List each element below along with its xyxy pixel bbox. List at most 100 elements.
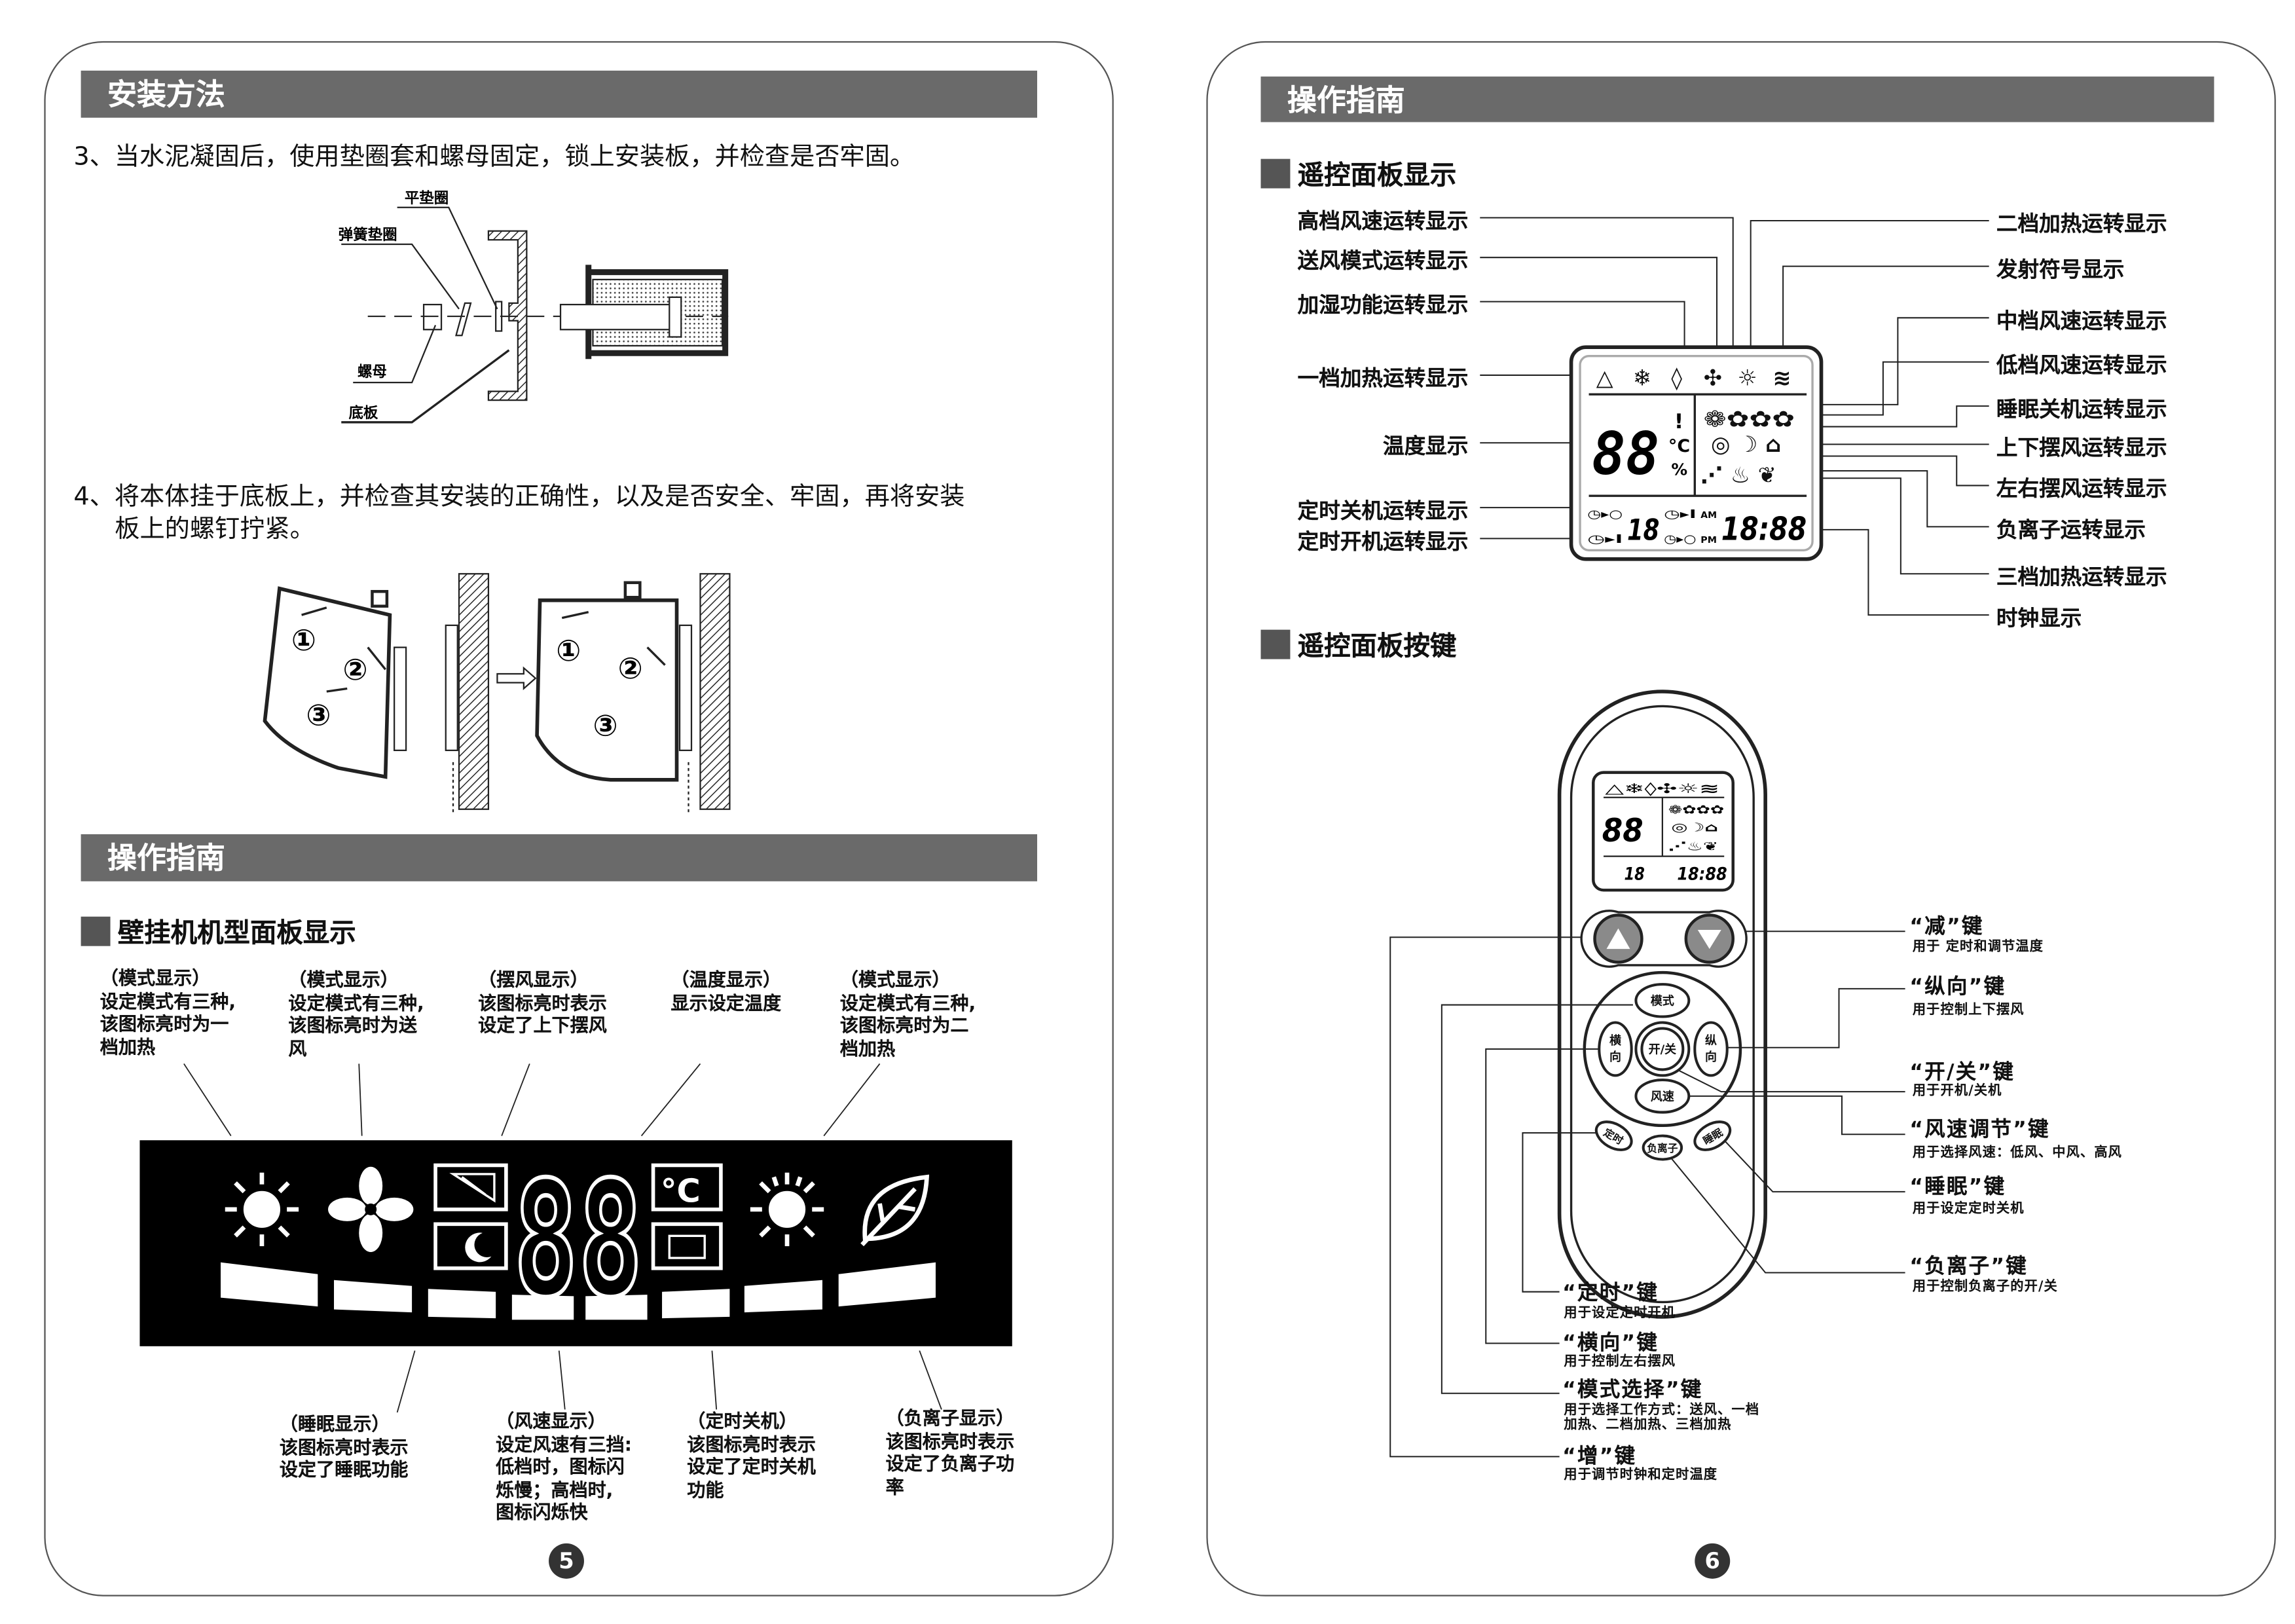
label-flat-washer: 平垫圈: [405, 190, 449, 207]
sun-heat2-icon: [750, 1172, 824, 1247]
decrease-button[interactable]: [1684, 913, 1735, 964]
section-title: 遥控面板显示: [1297, 160, 1457, 192]
step-1-icon: ①: [291, 623, 316, 657]
increase-button[interactable]: [1593, 913, 1643, 964]
key-ion-title: “负离子”键: [1909, 1255, 2029, 1279]
timer-off-icon: ◷▸○: [1587, 507, 1623, 521]
page-number-5: 5: [549, 1543, 584, 1579]
label-timer-on: 定时开机运转显示: [1297, 531, 1469, 555]
sleep-icon: [433, 1222, 508, 1270]
annotation-mode-fan: （模式显示） 设定模式有三种, 该图标亮时为送 风: [288, 968, 424, 1059]
step4-line2: 板上的螺钉拧紧。: [115, 515, 315, 545]
label-fan-mode: 送风模式运转显示: [1297, 249, 1469, 274]
section-wall-panel: 壁挂机机型面板显示: [81, 912, 356, 950]
mini-lcd-fan-icons: ❁✿✿✿: [1668, 803, 1724, 817]
step-3-icon: ③: [593, 708, 617, 743]
swing-icon: [433, 1163, 508, 1211]
horizontal-button-label-2: 向: [1609, 1050, 1621, 1064]
transmit-icon: ≋: [1772, 365, 1791, 391]
timer-on-icon: ◷▸I: [1587, 532, 1623, 546]
timer-off-small-icon: ◷▸○: [1664, 532, 1696, 546]
label-temperature: 温度显示: [1382, 435, 1469, 460]
mode-button[interactable]: [1634, 983, 1691, 1018]
annotation-ion: （负离子显示） 该图标亮时表示 设定了负离子功 率: [885, 1406, 1015, 1498]
left-page: [44, 41, 1114, 1596]
label-mid-fan: 中档风速运转显示: [1996, 310, 2167, 335]
lcd-percent: %: [1671, 460, 1687, 479]
mini-lcd-mode-icons: △❄◊✣☼≋: [1605, 781, 1719, 796]
label-heat3: 三档加热运转显示: [1996, 566, 2167, 590]
annotation-timer-off: （定时关机） 该图标亮时表示 设定了定时关机 功能: [687, 1409, 816, 1500]
section-remote-keys: 遥控面板按键: [1260, 625, 1456, 663]
timer-button[interactable]: [1591, 1116, 1636, 1155]
key-increase-title: “增”键: [1562, 1445, 1637, 1469]
key-fan-title: “风速调节”键: [1909, 1118, 2050, 1142]
key-vertical-title: “纵向”键: [1909, 975, 2006, 999]
label-ion: 负离子运转显示: [1996, 519, 2146, 544]
vertical-button-label-2: 向: [1705, 1050, 1717, 1064]
high-fan-icon: ❄: [1633, 365, 1651, 391]
mini-lcd-timer: 18: [1624, 864, 1644, 885]
annotation-temp: （温度显示） 显示设定温度: [670, 968, 782, 1013]
lcd-pm: PM: [1700, 535, 1717, 545]
ion-button[interactable]: [1642, 1134, 1683, 1161]
header-install-method: 安装方法: [81, 70, 1037, 118]
fan-button-label: 风速: [1651, 1090, 1674, 1104]
key-timer-title: “定时”键: [1562, 1281, 1659, 1305]
label-transmit: 发射符号显示: [1996, 259, 2125, 283]
down-arrow-icon: [1697, 929, 1721, 950]
fan-speed-bars: [221, 1262, 936, 1320]
section-remote-display: 遥控面板显示: [1260, 155, 1457, 193]
key-horizontal-desc: 用于控制左右摆风: [1564, 1355, 1676, 1370]
humidify-icon: ◊: [1671, 365, 1682, 391]
lcd-clock-digits: 18:88: [1721, 510, 1807, 548]
key-vertical-desc: 用于控制上下摆风: [1912, 1003, 2025, 1018]
mini-lcd-ion-icons: ⋰♨❦: [1668, 840, 1718, 854]
timer-off-icon: [651, 1222, 723, 1270]
label-humidify: 加湿功能运转显示: [1297, 294, 1469, 318]
horizontal-button[interactable]: [1598, 1021, 1633, 1077]
header-operation-guide: 操作指南: [81, 834, 1037, 881]
label-base-plate: 底板: [348, 404, 378, 422]
fan-speed-button[interactable]: [1634, 1079, 1691, 1114]
key-sleep-desc: 用于设定定时关机: [1912, 1202, 2025, 1217]
lcd-temp-digits: 88: [1592, 420, 1659, 488]
label-high-fan: 高档风速运转显示: [1297, 210, 1469, 234]
key-increase-desc: 用于调节时钟和定时温度: [1564, 1468, 1718, 1483]
sun-icon: [225, 1172, 299, 1247]
power-button-label: 开/关: [1649, 1043, 1677, 1057]
power-button[interactable]: [1640, 1027, 1685, 1071]
label-nut: 螺母: [358, 363, 387, 380]
thermometer-icon: !: [1674, 410, 1683, 434]
label-heat1: 一档加热运转显示: [1297, 367, 1469, 392]
horizontal-button-label: 横: [1609, 1033, 1621, 1048]
label-vertical-swing: 上下摆风运转显示: [1996, 437, 2167, 461]
header-operation-guide-right: 操作指南: [1260, 76, 2214, 122]
lcd-celsius: °C: [1668, 436, 1690, 456]
mini-lcd-temp: 88: [1602, 811, 1643, 849]
key-mode-title: “模式选择”键: [1562, 1378, 1703, 1403]
step3-text: 3、当水泥凝固后，使用垫圈套和螺母固定，锁上安装板，并检查是否牢固。: [73, 142, 915, 172]
label-heat2: 二档加热运转显示: [1996, 213, 2167, 237]
section-square-icon: [1260, 629, 1291, 659]
key-power-desc: 用于开机/关机: [1912, 1084, 2002, 1099]
vertical-button[interactable]: [1693, 1021, 1729, 1077]
step-1-icon: ①: [556, 633, 581, 668]
fan-speed-icons: ❁✿✿✿: [1704, 407, 1795, 432]
sleep-button[interactable]: [1690, 1116, 1735, 1155]
up-arrow-icon: [1606, 928, 1630, 950]
page-number-6: 6: [1695, 1543, 1731, 1579]
key-decrease-title: “减”键: [1909, 915, 1984, 939]
step-3-icon: ③: [306, 698, 331, 733]
section-title: 壁挂机机型面板显示: [117, 918, 356, 950]
heat3-icon: △: [1596, 365, 1613, 391]
label-clock: 时钟显示: [1996, 607, 2082, 631]
lcd-timer-digits: 18: [1627, 513, 1659, 547]
key-ion-desc: 用于控制负离子的开/关: [1912, 1280, 2058, 1295]
section-square-icon: [1260, 158, 1291, 189]
